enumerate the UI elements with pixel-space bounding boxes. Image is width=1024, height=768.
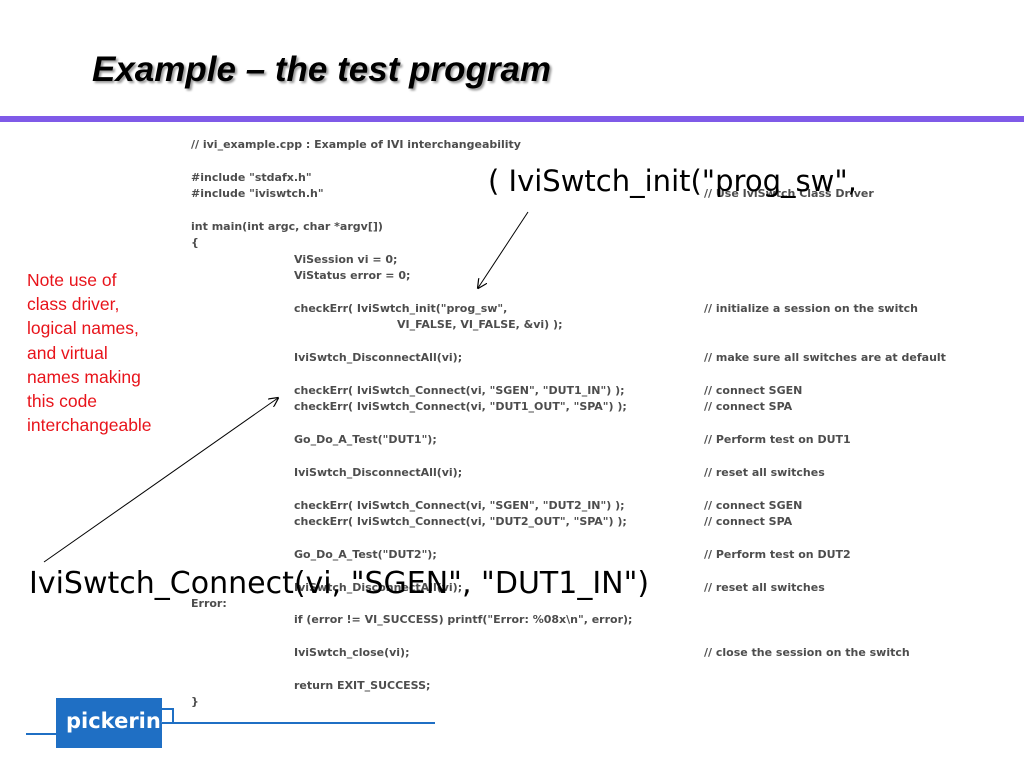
code-comment: // Use IviSwtch Class Driver [704,187,874,201]
callout-connect: IviSwtch_Connect(vi, "SGEN", "DUT1_IN") [29,566,650,601]
code-comment: // Perform test on DUT1 [704,433,851,447]
code-text: checkErr( IviSwtch_init("prog_sw", [294,301,508,315]
code-comment: // make sure all switches are at default [704,351,946,365]
code-line: ViStatus error = 0; [191,268,1021,284]
code-line: IviSwtch_DisconnectAll(vi); // reset all … [191,580,1021,596]
code-text: Go_Do_A_Test("DUT1"); [294,433,437,447]
code-comment: // connect SPA [704,400,793,414]
code-text: ViSession vi = 0; [294,252,398,266]
code-line: #include "iviswtch.h" // Use IviSwtch Cla… [191,186,1021,202]
code-comment: // reset all switches [704,465,825,479]
code-line [191,334,1021,350]
code-line [191,203,1021,219]
note-line: Note use of [27,270,117,290]
code-line: Error: [191,596,1021,612]
code-line [191,530,1021,546]
code-line: IviSwtch_DisconnectAll(vi); // make sure … [191,350,1021,366]
code-comment: // reset all switches [704,580,825,594]
note-line: names making [27,366,141,387]
code-text: IviSwtch_DisconnectAll(vi); [294,351,463,365]
code-text: #include "iviswtch.h" [191,187,324,201]
code-line [191,366,1021,382]
code-text: IviSwtch_close(vi); [294,646,410,660]
code-line: Go_Do_A_Test("DUT1"); // Perform test on … [191,432,1021,448]
code-line: { [191,235,1021,251]
logo-stub-h [162,708,174,710]
code-text: IviSwtch_DisconnectAll(vi); [294,580,463,594]
code-text: } [191,695,199,709]
code-text: ViStatus error = 0; [294,269,411,283]
code-line: VI_FALSE, VI_FALSE, &vi) ); [191,317,1021,333]
logo-box [56,698,162,748]
code-text: VI_FALSE, VI_FALSE, &vi) ); [397,318,563,332]
code-line: Go_Do_A_Test("DUT2"); // Perform test on … [191,547,1021,563]
note-line: logical names, [27,318,139,339]
code-comment: // close the session on the switch [704,646,910,660]
code-line: checkErr( IviSwtch_Connect(vi, "SGEN", "… [191,383,1021,399]
code-comment: // connect SGEN [704,383,803,397]
note-line: interchangeable [27,415,152,436]
code-line: checkErr( IviSwtch_Connect(vi, "DUT1_OUT… [191,399,1021,415]
title-divider [0,116,1024,122]
code-text: checkErr( IviSwtch_Connect(vi, "SGEN", "… [294,498,625,512]
code-line: IviSwtch_DisconnectAll(vi); // reset all … [191,465,1021,481]
code-text: IviSwtch_DisconnectAll(vi); [294,465,463,479]
code-line: checkErr( IviSwtch_Connect(vi, "DUT2_OUT… [191,514,1021,530]
pickering-logo: pickering [0,690,440,760]
code-line: #include "stdafx.h" [191,170,1021,186]
code-comment: // Perform test on DUT2 [704,547,851,561]
code-line: return EXIT_SUCCESS; [191,678,1021,694]
code-line: // ivi_example.cpp : Example of IVI inte… [191,137,1021,153]
slide-title: Example – the test program [92,50,552,89]
logo-stub [172,708,174,722]
code-line [191,629,1021,645]
code-line [191,416,1021,432]
code-comment: // initialize a session on the switch [704,301,918,315]
logo-text: pickering [66,709,176,733]
code-line: checkErr( IviSwtch_init("prog_sw", // ini… [191,301,1021,317]
code-text: checkErr( IviSwtch_Connect(vi, "SGEN", "… [294,383,625,397]
code-text: { [191,236,199,250]
callout-init: ( IviSwtch_init("prog_sw", [488,164,857,198]
code-comment: // connect SPA [704,514,793,528]
code-line: IviSwtch_close(vi); // close the session … [191,645,1021,661]
code-line: if (error != VI_SUCCESS) printf("Error: … [191,612,1021,628]
code-line [191,481,1021,497]
logo-line-right [162,722,435,724]
code-line: ViSession vi = 0; [191,252,1021,268]
code-text: checkErr( IviSwtch_Connect(vi, "DUT1_OUT… [294,400,627,414]
code-text: return EXIT_SUCCESS; [294,678,431,692]
note-line: and virtual [27,342,108,363]
code-text: Go_Do_A_Test("DUT2"); [294,547,437,561]
code-listing: // ivi_example.cpp : Example of IVI inte… [191,137,1021,711]
code-line [191,662,1021,678]
code-text: checkErr( IviSwtch_Connect(vi, "DUT2_OUT… [294,514,627,528]
note-text: Note use of class driver, logical names, an… [27,268,187,437]
code-text: if (error != VI_SUCCESS) printf("Error: … [294,613,633,627]
code-line: } [191,694,1021,710]
note-line: this code [27,391,98,412]
code-text: Error: [191,596,227,610]
code-text: // ivi_example.cpp : Example of IVI inte… [191,138,521,151]
code-line [191,285,1021,301]
note-line: class driver, [27,294,120,315]
code-text: int main(int argc, char *argv[]) [191,219,383,233]
code-line: checkErr( IviSwtch_Connect(vi, "SGEN", "… [191,498,1021,514]
code-text: #include "stdafx.h" [191,170,312,184]
code-comment: // connect SGEN [704,498,803,512]
code-line [191,448,1021,464]
code-line: int main(int argc, char *argv[]) [191,219,1021,235]
logo-line-left [26,733,56,735]
